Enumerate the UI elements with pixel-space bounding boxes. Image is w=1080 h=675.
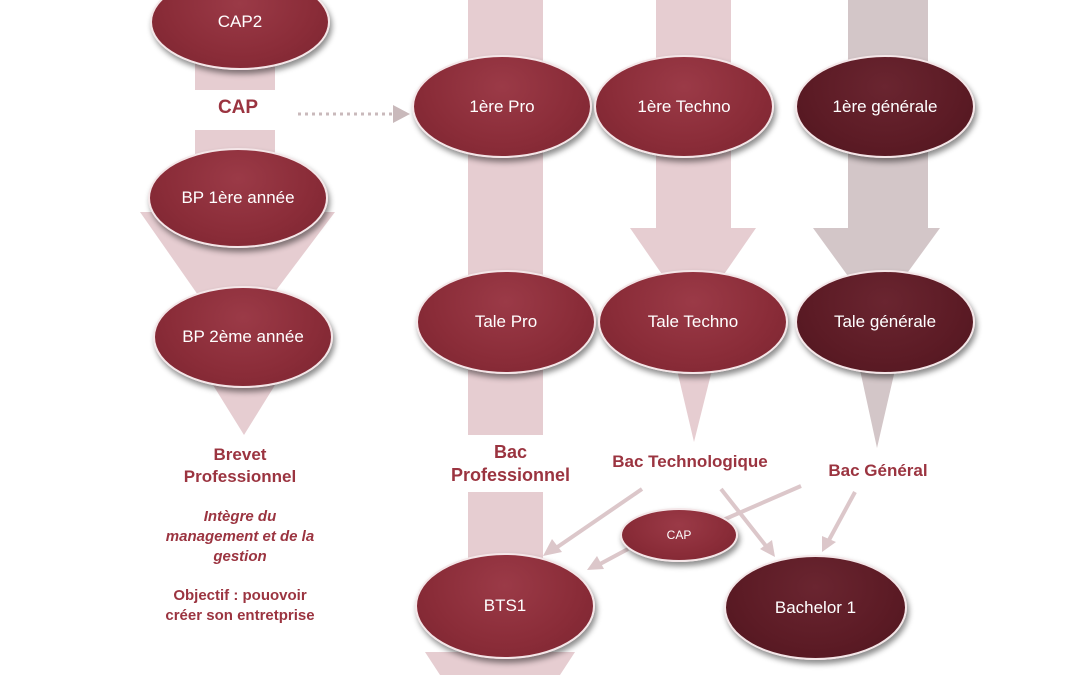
bts-down-arrow [425, 652, 575, 675]
label-bac-pro: Bac Professionnel [413, 441, 608, 487]
bp2-to-brevet-arrow [213, 385, 275, 435]
techno-to-bachelor-arrowhead [760, 540, 775, 557]
techno-to-bachelor-arrow [719, 487, 768, 548]
label-cap: CAP [217, 97, 259, 118]
note-integre-line3: gestion [213, 548, 267, 565]
node-premiere-generale: 1ère générale [795, 55, 975, 158]
cap-to-bts-arrowhead [587, 556, 604, 570]
node-bachelor1: Bachelor 1 [724, 555, 907, 660]
node-premiere-pro: 1ère Pro [412, 55, 592, 158]
pro-column-lower [468, 370, 543, 435]
techno-to-bts-arrow [554, 487, 644, 550]
node-tale-pro: Tale Pro [416, 270, 596, 374]
note-objectif-line1: Objectif : pouovoir [173, 587, 307, 604]
label-bac-general: Bac Général [828, 461, 928, 480]
label-brevet-line1: Brevet [213, 445, 267, 464]
note-objectif-line2: créer son entretprise [165, 607, 315, 624]
general-to-bachelor-arrowhead [822, 536, 836, 552]
node-bts1: BTS1 [415, 553, 595, 659]
label-brevet-line2: Professionnel [183, 467, 297, 486]
label-bac-pro-line2: Professionnel [450, 465, 571, 485]
node-bp2: BP 2ème année [153, 286, 333, 388]
note-integre: Intègre du management et de la gestion [130, 507, 350, 567]
node-tale-generale: Tale générale [795, 270, 975, 374]
generale-column-middle [848, 150, 928, 230]
generale-down-arrow [813, 228, 940, 283]
cap-to-bts-arrow [599, 547, 629, 566]
general-to-bachelor-arrow [827, 491, 857, 541]
techno-to-bts-arrowhead [543, 539, 562, 556]
note-integre-line1: Intègre du [203, 508, 277, 525]
node-bp1: BP 1ère année [148, 148, 328, 248]
node-cap-small: CAP [620, 508, 738, 562]
tale-generale-down-arrow [860, 370, 895, 448]
techno-down-arrow [630, 228, 756, 283]
cap-dotted-arrowhead [393, 105, 410, 123]
techno-column-middle [656, 150, 731, 230]
pro-column-middle [468, 150, 543, 275]
label-bac-pro-line1: Bac [493, 442, 528, 462]
pro-column-bottom [468, 492, 543, 562]
note-objectif: Objectif : pouovoir créer son entretpris… [130, 586, 350, 626]
node-tale-techno: Tale Techno [598, 270, 788, 374]
label-brevet-pro: Brevet Professionnel [140, 444, 340, 488]
node-premiere-techno: 1ère Techno [594, 55, 774, 158]
tale-techno-down-arrow [677, 370, 712, 442]
label-bac-techno: Bac Technologique [612, 452, 768, 471]
note-integre-line2: management et de la [165, 528, 315, 545]
